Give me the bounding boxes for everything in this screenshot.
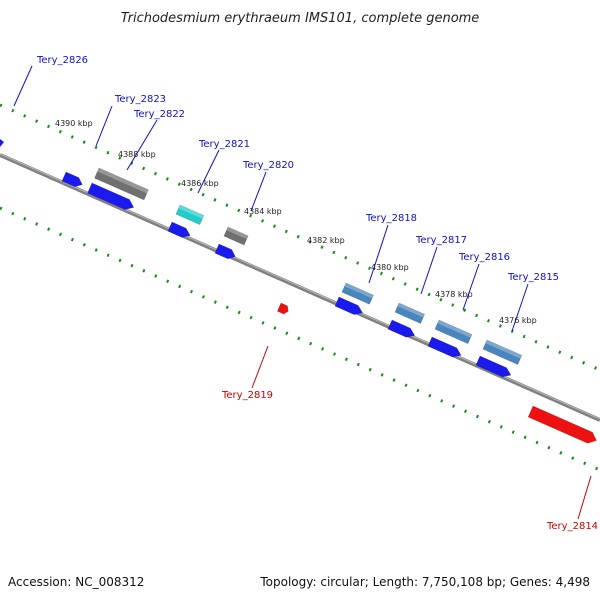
gene-label[interactable]: Tery_2814	[546, 521, 598, 532]
scale-label: 4378 kbp	[435, 290, 473, 299]
gene-block[interactable]	[223, 226, 249, 246]
gene-label[interactable]: Tery_2818	[365, 213, 417, 224]
scale-label: 4382 kbp	[307, 236, 345, 245]
gene-block[interactable]	[475, 355, 513, 380]
gene-block[interactable]	[527, 405, 599, 446]
gene-rect-shine	[485, 339, 522, 359]
gene-rect-shine	[178, 205, 204, 219]
gene-arrow-shape	[427, 336, 462, 358]
gene-arrow-shape	[87, 182, 135, 210]
gene-label[interactable]: Tery_2823	[114, 94, 166, 105]
gene-label[interactable]: Tery_2821	[198, 139, 250, 150]
gene-block[interactable]	[427, 336, 463, 360]
outer-dotted-track	[0, 103, 600, 372]
gene-leader-line	[462, 263, 480, 311]
gene-label[interactable]: Tery_2820	[242, 160, 294, 171]
map-title: Trichodesmium erythraeum IMS101, complet…	[121, 11, 480, 26]
gene-leader-line	[511, 283, 529, 332]
gene-label[interactable]: Tery_2815	[507, 272, 559, 283]
gene-arrow-shape	[334, 296, 364, 315]
gene-block[interactable]	[167, 221, 192, 240]
gene-rect-shape	[434, 319, 473, 345]
gene-block[interactable]	[61, 171, 84, 189]
scale-label: 4380 kbp	[371, 263, 409, 272]
gene-rect-shape	[482, 339, 523, 365]
gene-rect-shine	[97, 168, 149, 194]
gene-leader-line	[420, 246, 438, 295]
gene-block[interactable]	[434, 319, 473, 345]
gene-arrow-shape	[276, 302, 289, 315]
gene-leader-line	[251, 345, 269, 389]
gene-rect-shape	[341, 282, 374, 305]
gene-block[interactable]	[394, 302, 426, 324]
gene-rect-shine	[344, 283, 374, 299]
gene-leader-line	[126, 119, 158, 171]
gene-block[interactable]	[94, 167, 149, 201]
gene-rect-shine	[397, 303, 425, 318]
scale-label: 4384 kbp	[244, 207, 282, 216]
gene-rect-shine	[226, 226, 249, 240]
gene-leader-line	[250, 171, 267, 212]
gene-rect-shape	[94, 167, 149, 201]
topology-text: Topology: circular; Length: 7,750,108 bp…	[259, 575, 590, 589]
gene-block[interactable]	[214, 243, 237, 261]
gene-block[interactable]	[175, 204, 205, 226]
gene-label[interactable]: Tery_2817	[415, 235, 467, 246]
gene-leader-line	[13, 65, 33, 107]
gene-rect-shine	[437, 319, 472, 338]
gene-block[interactable]	[87, 182, 136, 212]
gene-arrow-shape	[167, 221, 191, 238]
inner-dotted-track	[0, 206, 600, 472]
gene-arrow-shape	[387, 319, 416, 338]
gene-leader-line	[368, 224, 389, 284]
gene-label[interactable]: Tery_2816	[458, 252, 510, 263]
gene-block[interactable]	[334, 296, 365, 317]
gene-block[interactable]	[387, 319, 417, 340]
gene-features	[61, 167, 599, 446]
gene-leader-line	[197, 149, 220, 194]
accession-text: Accession: NC_008312	[8, 575, 144, 589]
gene-arrow-shape	[214, 243, 236, 260]
gene-label[interactable]: Tery_2822	[133, 109, 185, 120]
gene-arrow-shape	[61, 171, 83, 188]
gene-labels: Tery_2826Tery_2823Tery_2822Tery_2821Tery…	[13, 55, 598, 532]
gene-arrow-shape	[527, 405, 597, 444]
gene-arrow-shape	[475, 355, 512, 378]
scale-label: 4386 kbp	[181, 179, 219, 188]
gene-block[interactable]	[482, 339, 523, 365]
gene-leader-line	[577, 475, 592, 520]
scale-label: 4390 kbp	[55, 119, 93, 128]
gene-block[interactable]	[276, 302, 290, 315]
gene-label[interactable]: Tery_2819	[221, 390, 273, 401]
gene-rect-shape	[394, 302, 426, 324]
gene-leader-line	[95, 105, 113, 147]
genome-backbone	[0, 153, 600, 422]
gene-block[interactable]	[341, 282, 374, 305]
gene-label[interactable]: Tery_2826	[36, 55, 88, 66]
edge-gene-marker	[0, 139, 4, 147]
gene-rect-shape	[223, 226, 249, 246]
scale-label: 4376 kbp	[499, 316, 537, 325]
gene-rect-shape	[175, 204, 205, 226]
